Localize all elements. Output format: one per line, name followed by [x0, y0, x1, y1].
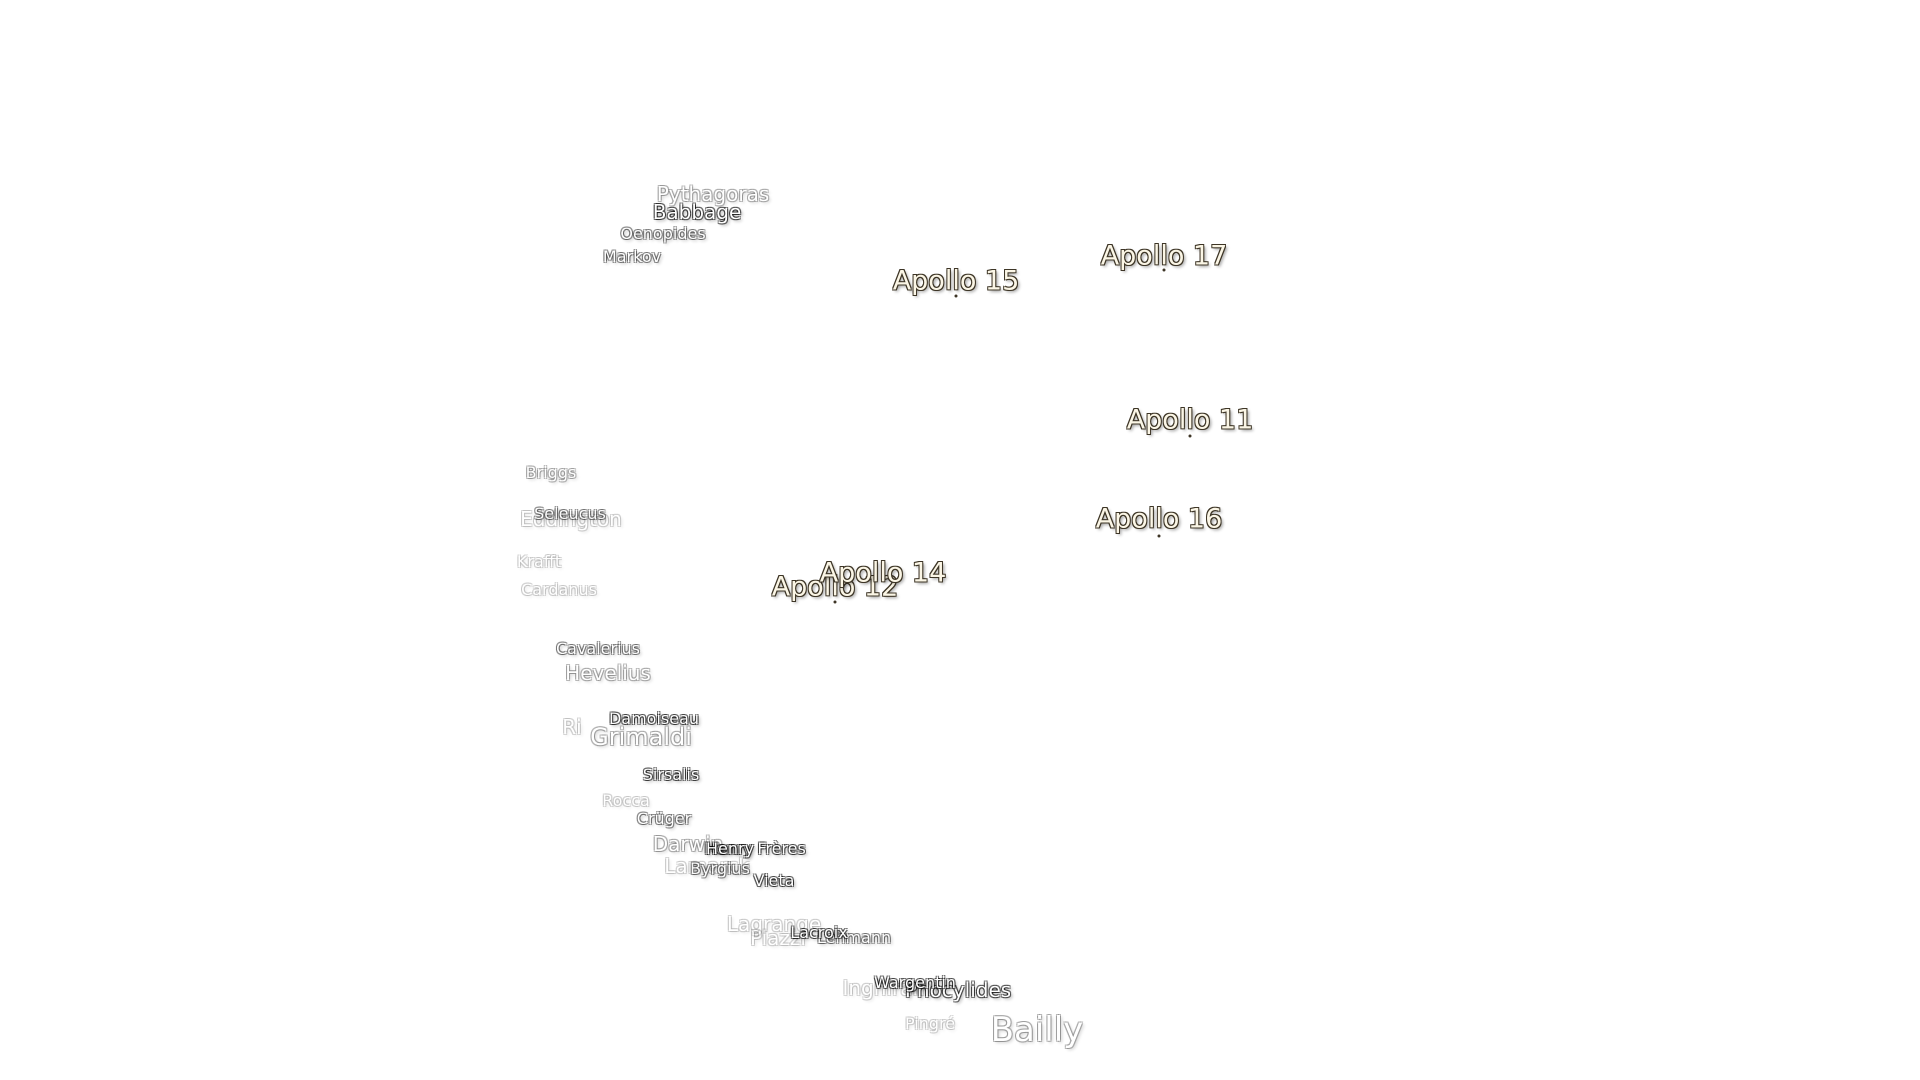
crater-lacroix-label: Lacroix: [790, 923, 848, 942]
crater-cavalerius-label: Cavalerius: [555, 639, 641, 658]
crater-grimaldi-label: Grimaldi: [590, 723, 692, 751]
apollo-11-marker: [1188, 434, 1192, 438]
crater-briggs-label: Briggs: [525, 463, 577, 482]
crater-byrgius-label: Byrgius: [690, 859, 750, 878]
crater-henry-freres-label: Henry Frères: [704, 839, 806, 858]
apollo-15-label: Apollo 15: [892, 265, 1020, 297]
crater-inghirami-label: Inghirami: [842, 976, 938, 1000]
apollo-12-marker: [833, 600, 837, 604]
crater-cardanus-label: Cardanus: [521, 580, 597, 599]
crater-riccioli-label: Ri: [562, 715, 582, 739]
crater-wargentin-label: Wargentin: [874, 973, 956, 992]
crater-vieta-label: Vieta: [753, 871, 795, 890]
crater-damoiseau-label: Damoiseau: [608, 709, 700, 728]
apollo-17-marker: [1162, 268, 1166, 272]
crater-seleucus-label: Seleucus: [534, 504, 606, 523]
crater-lehmann-label: Lehmann: [816, 928, 892, 947]
crater-pingre-label: Pingré: [904, 1014, 956, 1033]
crater-eddington-label: Eddington: [520, 507, 622, 531]
apollo-11-label: Apollo 11: [1126, 404, 1254, 436]
crater-phocylides-label: Phocylides: [904, 978, 1012, 1002]
crater-cruger-label: Crüger: [636, 809, 692, 828]
crater-piazzi-label: Piazzi: [750, 926, 806, 950]
crater-lamarck-label: Lamarck: [664, 854, 750, 878]
apollo-16-marker: [1157, 534, 1161, 538]
crater-hevelius-label: Hevelius: [565, 661, 651, 685]
apollo-15-marker: [954, 294, 958, 298]
crater-babbage-label: Babbage: [652, 200, 742, 224]
crater-rocca-label: Rocca: [602, 791, 650, 810]
crater-krafft-label: Krafft: [516, 552, 562, 571]
apollo-12-label: Apollo 12: [771, 571, 899, 603]
crater-bailly-label: Bailly: [990, 1010, 1084, 1050]
apollo-16-label: Apollo 16: [1095, 503, 1223, 535]
crater-darwin-label: Darwin: [652, 832, 724, 856]
crater-pythagoras-label: Pythagoras: [656, 182, 770, 206]
crater-lagrange-label: Lagrange: [726, 912, 822, 936]
crater-henry-label: Henry: [705, 839, 755, 858]
apollo-17-label: Apollo 17: [1100, 240, 1228, 272]
crater-markov-label: Markov: [602, 247, 662, 266]
apollo-14-label: Apollo 14: [819, 557, 947, 589]
crater-oenopides-label: Oenopides: [620, 224, 706, 243]
crater-sirsalis-label: Sirsalis: [642, 765, 700, 784]
